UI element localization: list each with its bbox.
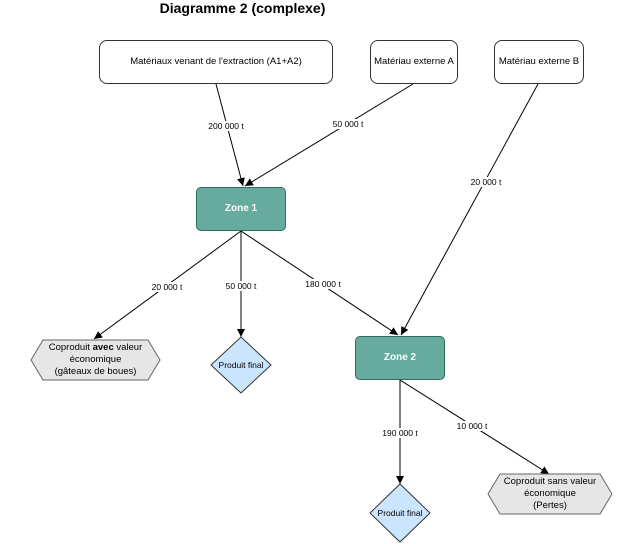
edge-label-extraction-zone1: 200 000 t [206,121,246,131]
coproduit-avec-suffix: valeur [113,342,143,353]
coproduit-sans-line1: Coproduit sans valeur [503,476,597,487]
coproduit-avec-line3: (gâteaux de boues) [54,366,137,377]
node-zone-1-label: Zone 1 [224,203,258,214]
edge-label-externeB-zone2: 20 000 t [468,177,504,187]
coproduit-avec-bold: avec [92,342,114,353]
node-externe-b: Matériau externe B [494,40,584,84]
edge-label-zone1-produit: 50 000 t [223,281,259,291]
node-zone-1: Zone 1 [196,187,286,231]
node-produit-final-1: Produit final [211,337,271,393]
edge-label-zone2-produit: 190 000 t [380,428,420,438]
coproduit-sans-line2: économique [524,488,576,499]
produit-final-1-shape [210,336,272,394]
node-externe-b-label: Matériau externe B [498,56,580,67]
edge-externeB-zone2 [400,83,539,336]
produit-final-2-shape [369,483,431,543]
coproduit-avec-shape [30,339,161,381]
coproduit-avec-prefix: Coproduit [48,342,93,353]
edge-extraction-zone1 [215,83,245,187]
coproduit-sans-line3: (Pertes) [533,500,567,511]
edge-externeA-zone1 [244,83,414,187]
coproduit-avec-line2: économique [69,354,122,365]
edge-label-zone2-pertes: 10 000 t [454,421,490,431]
diagram-title: Diagramme 2 (complexe) [159,0,326,16]
node-extraction: Matériaux venant de l'extraction (A1+A2) [99,40,333,84]
edge-label-zone1-coproduit: 20 000 t [149,282,185,292]
node-externe-a: Matériau externe A [370,40,458,84]
produit-final-2-label: Produit final [377,508,423,518]
edge-label-externeA-zone1: 50 000 t [330,119,366,129]
node-zone-2: Zone 2 [355,336,445,380]
node-extraction-label: Matériaux venant de l'extraction (A1+A2) [130,56,302,67]
node-coproduit-sans: Coproduit sans valeur économique (Pertes… [488,474,612,514]
node-externe-a-label: Matériau externe A [374,56,454,67]
produit-final-1-label: Produit final [218,360,264,370]
node-coproduit-avec: Coproduit avec valeur économique (gâteau… [31,340,160,380]
node-produit-final-2: Produit final [370,484,430,542]
node-zone-2-label: Zone 2 [383,352,417,363]
edge-label-zone1-zone2: 180 000 t [303,279,343,289]
coproduit-sans-shape [487,473,613,515]
